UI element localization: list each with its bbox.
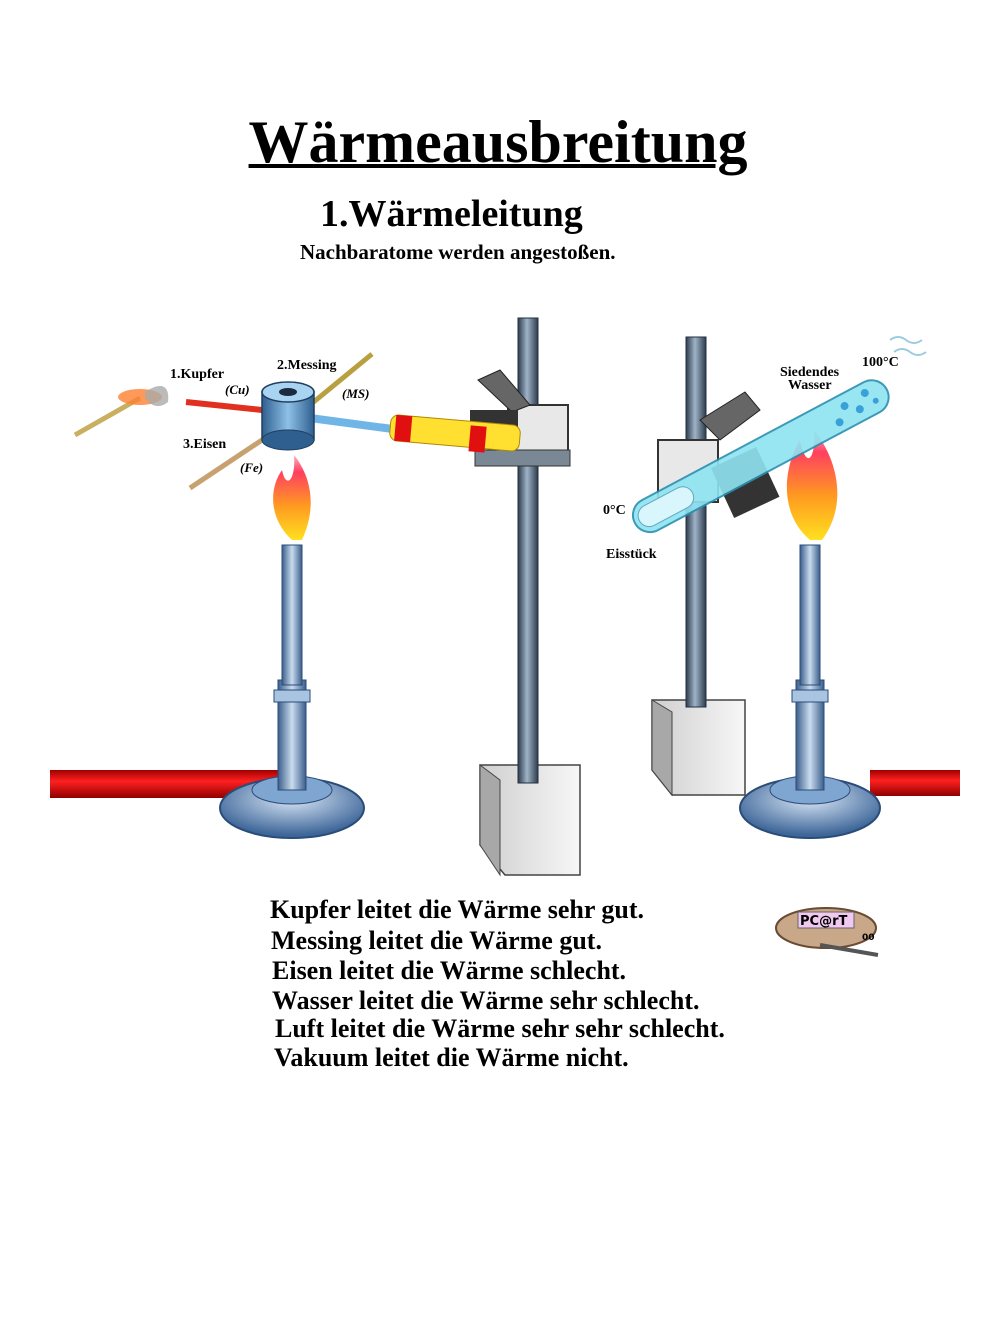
statement-brass: Messing leitet die Wärme gut. [271,926,602,955]
logo-text: PC@rT [800,914,847,929]
label-temp-hot: 100°C [862,355,899,370]
right-gas-hose [870,770,960,796]
label-copper: 1.Kupfer [170,367,225,382]
statement-copper: Kupfer leitet die Wärme sehr gut. [270,895,645,924]
section-subtitle: Nachbaratome werden angestoßen. [300,240,616,264]
section-title: 1.Wärmeleitung [320,193,583,235]
label-water: Wasser [788,378,832,393]
label-brass: 2.Messing [277,358,337,373]
left-flame [273,455,311,540]
label-boiling: Siedendes [780,365,840,380]
middle-stand [470,317,581,877]
heated-rod [309,414,521,453]
left-bunsen-burner [50,455,365,839]
copper-wire [185,399,263,413]
logo-suffix: 00 [862,933,875,943]
match [73,395,142,438]
label-temp-cold: 0°C [603,503,626,518]
test-tube [631,336,927,534]
right-flame [786,430,838,540]
label-iron: 3.Eisen [183,437,227,452]
brass-wire [308,352,374,407]
label-fe: (Fe) [240,460,264,475]
pcart-logo: PC@rT 00 [775,907,879,957]
label-ms: (MS) [342,386,370,401]
iron-wire [188,435,267,491]
statement-water: Wasser leitet die Wärme sehr schlecht. [272,986,700,1015]
label-ice: Eisstück [606,547,657,562]
right-bunsen-burner [739,430,960,839]
label-cu: (Cu) [225,382,250,397]
metal-wires [73,352,374,491]
right-stand [651,336,780,797]
statement-iron: Eisen leitet die Wärme schlecht. [272,956,627,985]
metal-cylinder [261,381,315,451]
statement-air: Luft leitet die Wärme sehr sehr schlecht… [275,1014,725,1043]
statement-vacuum: Vakuum leitet die Wärme nicht. [274,1043,629,1072]
page-title: Wärmeausbreitung [248,109,748,175]
